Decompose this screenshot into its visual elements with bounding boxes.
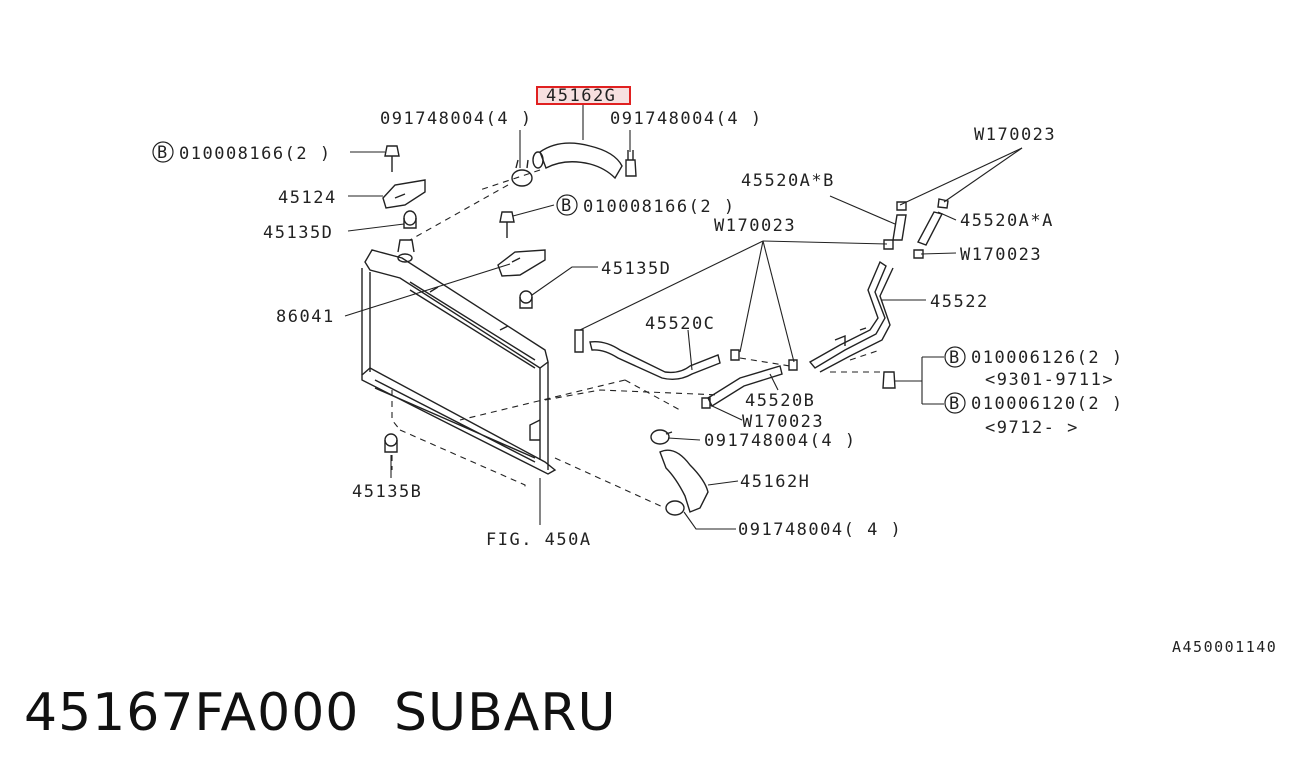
clip-w170023-mid: [883, 239, 894, 250]
label-w170023-top: W170023: [974, 125, 1056, 145]
label-clamp-c: 091748004(4 ): [704, 431, 857, 451]
clamp-bottom: [665, 500, 685, 516]
hose-45162g: [532, 142, 623, 180]
svg-text:B: B: [949, 348, 961, 368]
clip-w170023-right: [913, 249, 924, 259]
label-45522: 45522: [930, 292, 989, 312]
label-w170023-mid: W170023: [714, 216, 796, 236]
bolt-mid: [499, 211, 515, 238]
label-range-r1: <9301-9711>: [985, 370, 1114, 390]
b-marker-top: B: [152, 141, 174, 163]
label-diagram-code: A450001140: [1172, 638, 1277, 656]
label-45135d-a: 45135D: [263, 223, 333, 243]
hose-45162h: [659, 449, 709, 513]
b-marker-right-1: B: [944, 346, 966, 368]
label-45520a-a: 45520A*A: [960, 211, 1054, 231]
part-number: 45167FA000: [24, 683, 360, 743]
cushion-45135d-left: [403, 210, 417, 229]
svg-text:B: B: [561, 196, 573, 216]
clamp-mid-low: [650, 429, 673, 445]
brand-name: SUBARU: [394, 683, 617, 743]
hose-45520a-a: [917, 198, 949, 246]
cushion-45135b: [384, 433, 398, 453]
label-clamp-d: 091748004( 4 ): [738, 520, 902, 540]
bolt-right: [882, 371, 896, 389]
dashed-assembly-lines: [391, 169, 882, 509]
label-45135b: 45135B: [352, 482, 422, 502]
pipe-45522: [808, 260, 894, 373]
label-45520c: 45520C: [645, 314, 715, 334]
clamp-top-left: [511, 159, 533, 187]
bracket-mid: [497, 249, 546, 277]
radiator-86041: [361, 239, 557, 475]
label-bolt-r1: 010006126(2 ): [971, 348, 1124, 368]
label-range-r2: <9712- >: [985, 418, 1079, 438]
bracket-45124: [382, 179, 426, 209]
leader-lines: [344, 104, 1023, 530]
svg-text:B: B: [157, 143, 169, 163]
svg-text:B: B: [949, 394, 961, 414]
b-marker-mid: B: [556, 194, 578, 216]
label-45162g: 45162G: [546, 86, 616, 106]
b-marker-right-2: B: [944, 392, 966, 414]
label-45135d-b: 45135D: [601, 259, 671, 279]
label-45162h: 45162H: [740, 472, 810, 492]
label-86041: 86041: [276, 307, 335, 327]
label-bolt-mid: 010008166(2 ): [583, 197, 736, 217]
label-w170023-right: W170023: [960, 245, 1042, 265]
highlight-box: [536, 86, 631, 105]
label-45124: 45124: [278, 188, 337, 208]
clamp-top-right: [625, 150, 637, 177]
label-45520b: 45520B: [745, 391, 815, 411]
hose-45520c: [574, 329, 721, 381]
label-clamp-a: 091748004(4 ): [380, 109, 533, 129]
clip-w170023-a: [730, 349, 740, 361]
clip-w170023-b: [788, 359, 798, 371]
bolt-top-left: [384, 145, 400, 172]
label-fig-450a: FIG. 450A: [486, 530, 592, 550]
label-clamp-b: 091748004(4 ): [610, 109, 763, 129]
label-45520a-b: 45520A*B: [741, 171, 835, 191]
hose-45520a-b: [892, 201, 907, 241]
cushion-45135d-right: [519, 290, 533, 309]
clip-w170023-low: [701, 397, 711, 409]
label-w170023-low: W170023: [742, 412, 824, 432]
label-bolt-r2: 010006120(2 ): [971, 394, 1124, 414]
label-bolt-top: 010008166(2 ): [179, 144, 332, 164]
